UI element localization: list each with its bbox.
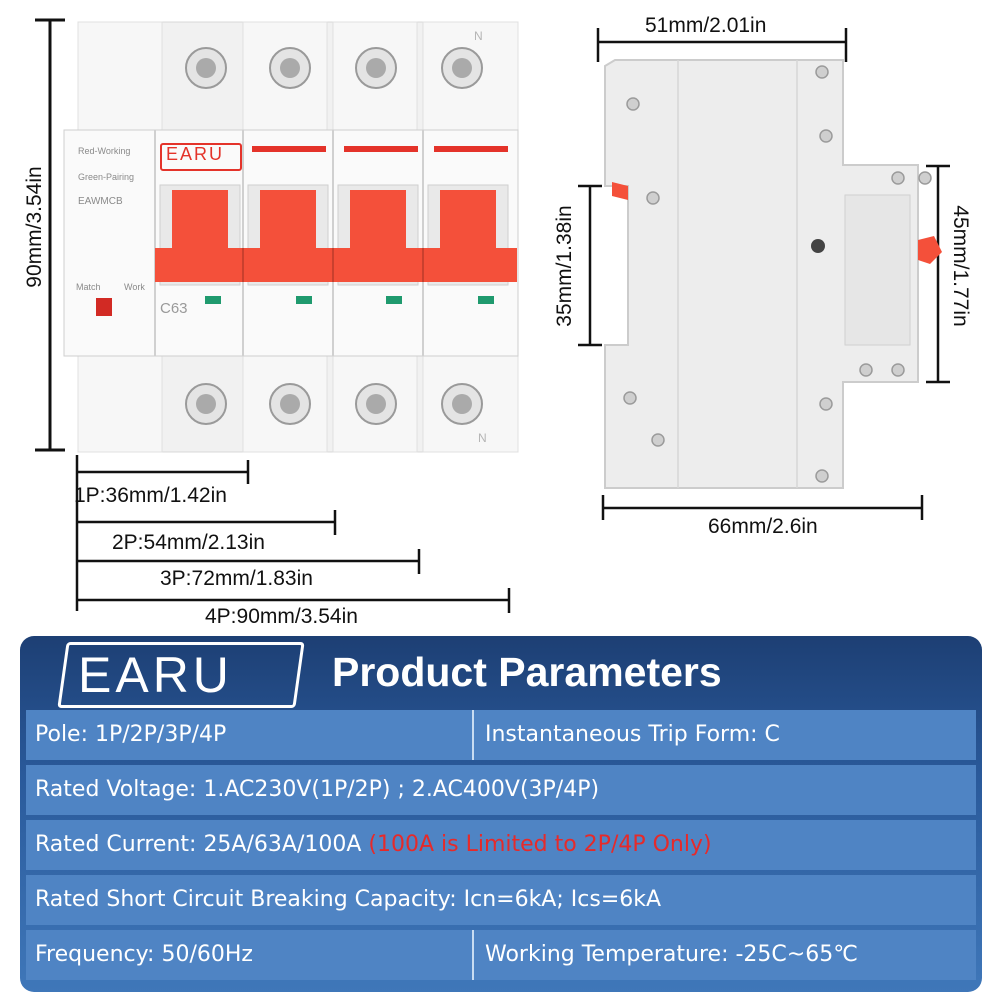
param-current: Rated Current: 25A/63A/100A (100A is Lim… [35,820,712,870]
width-dimensions [75,455,511,613]
match-label: Match [76,282,101,292]
width-4p-label: 4P:90mm/3.54in [205,605,358,628]
front-height-dimension [35,18,65,452]
param-row-frequency: Frequency: 50/60Hz Working Temperature: … [26,930,976,980]
param-trip-form: Instantaneous Trip Form: C [485,722,780,747]
model-label: EAWMCB [78,196,123,207]
terminal-screws-bottom [185,383,483,425]
panel-header: EARU Product Parameters [20,636,982,708]
param-frequency: Frequency: 50/60Hz [35,942,253,967]
side-top-label: 51mm/2.01in [645,14,767,37]
breaker-handles [155,190,517,282]
param-breaking-capacity: Rated Short Circuit Breaking Capacity: I… [35,887,662,912]
neutral-mark-bottom: N [478,431,487,445]
param-row-current: Rated Current: 25A/63A/100A (100A is Lim… [26,820,976,870]
param-current-value: Rated Current: 25A/63A/100A [35,832,362,857]
brand-label: EARU [166,144,225,164]
indicator-green-label: Green-Pairing [78,172,135,182]
param-working-temperature: Working Temperature: -25C~65℃ [485,942,858,967]
indicator-red-label: Red-Working [78,146,131,156]
param-current-note: (100A is Limited to 2P/4P Only) [368,832,712,857]
brand-badge [160,143,242,171]
breaker-side-view [578,28,950,520]
width-3p-label: 3P:72mm/1.83in [160,567,313,590]
neutral-mark-top: N [474,29,483,43]
earu-logo: EARU [78,647,233,703]
breaker-front-view: N N [63,21,519,453]
product-parameters-panel: EARU Product Parameters Pole: 1P/2P/3P/4… [20,636,982,992]
param-voltage: Rated Voltage: 1.AC230V(1P/2P) ; 2.AC400… [35,777,600,802]
side-right-label: 45mm/1.77in [949,205,972,327]
param-row-pole: Pole: 1P/2P/3P/4P Instantaneous Trip For… [26,710,976,760]
side-bottom-label: 66mm/2.6in [708,515,818,538]
work-label: Work [124,282,145,292]
panel-title: Product Parameters [332,649,722,695]
width-2p-label: 2P:54mm/2.13in [112,531,265,554]
param-pole: Pole: 1P/2P/3P/4P [35,722,227,747]
param-row-voltage: Rated Voltage: 1.AC230V(1P/2P) ; 2.AC400… [26,765,976,815]
width-1p-label: 1P:36mm/1.42in [74,484,227,507]
side-left-label: 35mm/1.38in [553,205,576,327]
rating-label: C63 [160,300,188,317]
param-row-breaking-capacity: Rated Short Circuit Breaking Capacity: I… [26,875,976,925]
front-height-label: 90mm/3.54in [23,166,46,288]
terminal-screws-top [185,47,483,89]
